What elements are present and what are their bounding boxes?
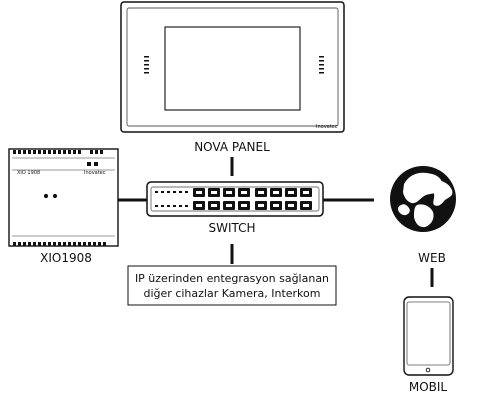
io-label: XIO1908 xyxy=(40,251,92,265)
io-brand: Inovatec xyxy=(84,170,106,176)
mobile-label: MOBIL xyxy=(409,380,448,394)
switch-label: SWITCH xyxy=(208,221,255,235)
switch-icon xyxy=(146,181,324,217)
integration-note: IP üzerinden entegrasyon sağlanan diğer … xyxy=(127,265,337,306)
phone-icon xyxy=(403,296,454,376)
io-module-icon: XIO 1908 Inovatec xyxy=(8,148,119,247)
panel-brand: Inovatec xyxy=(316,124,338,130)
integration-note-line1: IP üzerinden entegrasyon sağlanan xyxy=(135,272,329,285)
integration-note-line2: diğer cihazlar Kamera, Interkom xyxy=(144,287,321,300)
globe-icon xyxy=(390,166,456,232)
panel-label: NOVA PANEL xyxy=(194,140,270,154)
web-label: WEB xyxy=(418,251,446,265)
io-model-label: XIO 1908 xyxy=(17,170,40,176)
panel-icon: Inovatec xyxy=(120,1,345,133)
